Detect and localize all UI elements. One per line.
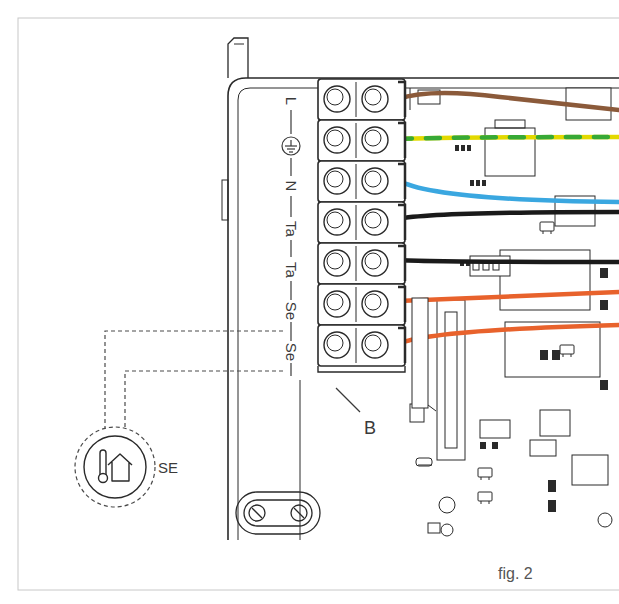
earth-symbol [282, 137, 300, 155]
terminal-name: Ta [284, 261, 299, 279]
terminal-name: N [284, 180, 299, 193]
terminal-name: Se [284, 342, 299, 362]
sensor-label: SE [158, 460, 178, 475]
terminal-name: L [284, 96, 299, 106]
terminal-name: Ta [284, 220, 299, 238]
sensor-symbol: SE [70, 423, 185, 513]
figure-caption: fig. 2 [497, 566, 534, 582]
terminal-name: Se [284, 301, 299, 321]
callout-letter: B [363, 419, 377, 437]
